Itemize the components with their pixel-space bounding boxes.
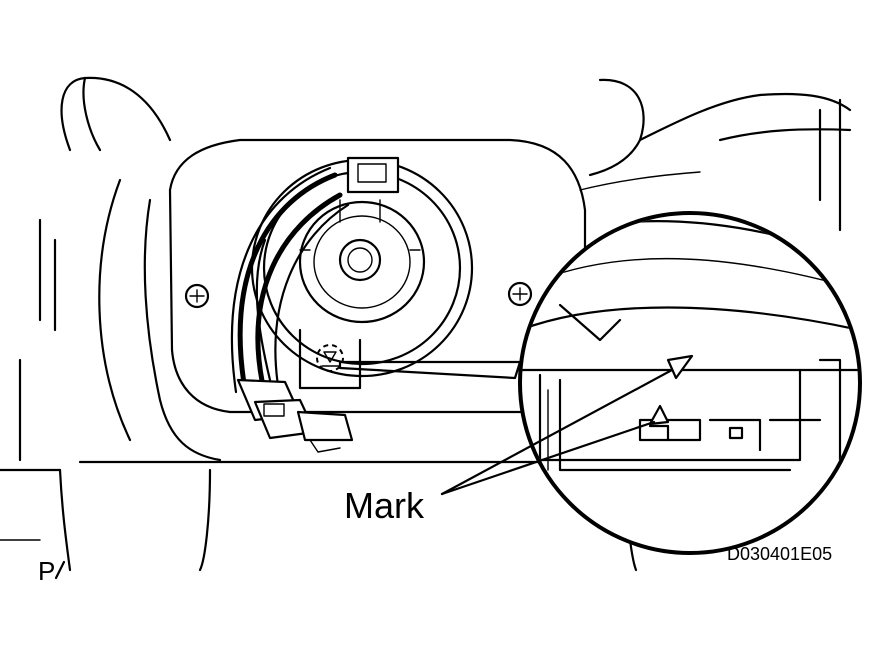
harness-connector <box>236 378 354 453</box>
view-code-slash <box>54 560 66 580</box>
screw-right-icon <box>507 281 533 307</box>
spiral-cable <box>250 156 474 390</box>
wheel-housing <box>98 138 587 462</box>
dashboard-outline <box>0 76 852 572</box>
wire-harness <box>230 166 350 400</box>
magnifier-leader <box>338 360 522 380</box>
figure-id-label: D030401E05 <box>727 544 832 564</box>
mark-small-triangle-icon <box>323 351 337 363</box>
mark-leader-lower <box>440 420 656 496</box>
screw-left-icon <box>184 283 210 309</box>
view-code-label: P <box>38 556 55 586</box>
mark-highlight-circle <box>316 344 344 372</box>
detail-magnified-view <box>518 211 862 555</box>
mark-triangle-lower-icon <box>648 404 670 426</box>
mark-callout-label: Mark <box>344 485 425 526</box>
mark-leader-upper <box>440 368 674 496</box>
